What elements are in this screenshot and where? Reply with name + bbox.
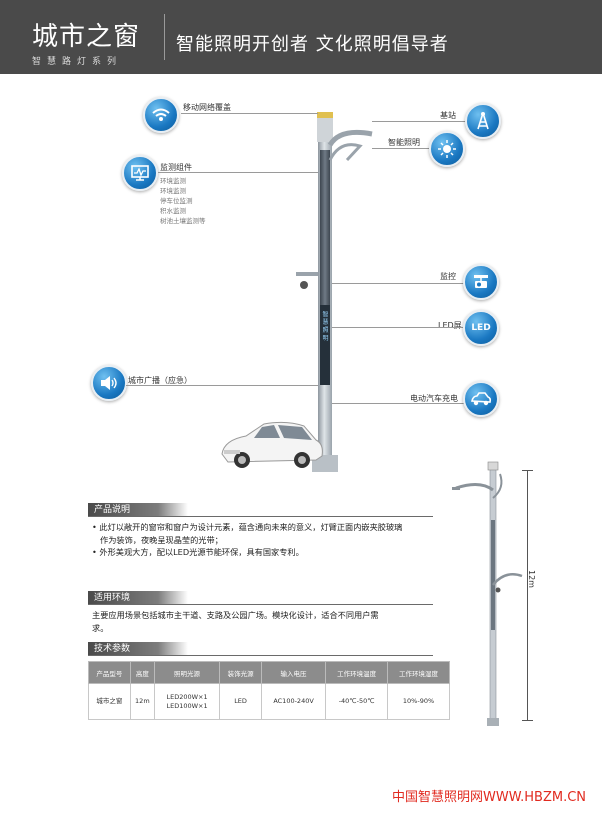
monitoring-item: 环境监测	[160, 177, 186, 185]
car-icon	[463, 381, 499, 417]
dimension-line	[527, 470, 528, 720]
base-station-leader	[372, 121, 466, 122]
table-header: 输入电压	[260, 661, 327, 684]
section-divider	[88, 516, 433, 517]
cell-temperature: -40℃-50℃	[325, 683, 389, 720]
cell-deco-light: LED	[219, 683, 262, 720]
pole-screen-text: 智 慧 照 明	[321, 311, 328, 341]
section-divider	[88, 604, 433, 605]
pole-side-drawing	[452, 461, 523, 726]
camera-icon	[463, 264, 499, 300]
environment-line: 求。	[92, 622, 109, 633]
monitoring-item: 环境监测	[160, 187, 186, 195]
table-header: 工作环境湿度	[387, 661, 450, 684]
product-series: 智慧路灯系列	[32, 57, 123, 67]
camera-leader	[332, 283, 464, 284]
mobile-network-leader	[181, 113, 318, 114]
section-divider	[88, 655, 433, 656]
table-header: 照明光源	[153, 661, 221, 684]
cell-light-source: LED200W×1 LED100W×1	[153, 683, 221, 720]
header-divider	[164, 14, 165, 60]
table-header: 产品型号	[88, 661, 131, 684]
ev-charging-label: 电动汽车充电	[410, 394, 458, 403]
table-header: 装饰光源	[219, 661, 262, 684]
monitoring-label: 监测组件	[160, 163, 192, 172]
cell-height: 12m	[129, 683, 155, 720]
base-station-label: 基站	[440, 111, 456, 120]
ev-charging-leader	[332, 403, 464, 404]
broadcast-leader	[126, 385, 318, 386]
broadcast-label: 城市广播（应急）	[128, 376, 192, 385]
monitor-icon	[122, 155, 158, 191]
height-dimension-label: 12m	[527, 570, 536, 588]
product-line: 作为装饰，夜晚呈现晶莹的光带；	[100, 534, 223, 545]
led-screen-label: LED屏	[438, 321, 462, 330]
cell-voltage: AC100-240V	[260, 683, 327, 720]
slogan: 智能照明开创者 文化照明倡导者	[176, 34, 449, 55]
product-description-text: • 此灯以敞开的窗帘和窗户为设计元素，蕴含通向未来的意义，灯臂正面内嵌夹胶玻璃 …	[92, 521, 402, 559]
monitoring-item: 积水监测	[160, 207, 186, 215]
pole-led-screen: 智 慧 照 明	[320, 305, 330, 385]
product-line: • 此灯以敞开的窗帘和窗户为设计元素，蕴含通向未来的意义，灯臂正面内嵌夹胶玻璃	[92, 522, 403, 532]
header-banner: 城市之窗 智慧路灯系列 智能照明开创者 文化照明倡导者	[0, 0, 602, 74]
speaker-icon	[91, 365, 127, 401]
specs-table: 产品型号 高度 照明光源 装饰光源 输入电压 工作环境温度 工作环境湿度 城市之…	[88, 661, 450, 720]
mobile-network-label: 移动网络覆盖	[183, 103, 231, 112]
footer-site-text: 中国智慧照明网WWW.HBZM.CN	[392, 790, 586, 805]
smart-lighting-leader	[372, 148, 429, 149]
cell-light-a: LED200W×1	[166, 692, 208, 701]
table-header: 高度	[129, 661, 155, 684]
product-name: 城市之窗	[32, 22, 141, 52]
monitoring-item: 树池土壤监测等	[160, 217, 206, 225]
table-header-row: 产品型号 高度 照明光源 装饰光源 输入电压 工作环境温度 工作环境湿度	[88, 661, 450, 684]
car-image	[221, 421, 323, 468]
table-header: 工作环境温度	[325, 661, 389, 684]
product-line: • 外形美观大方，配以LED光源节能环保，具有国家专利。	[92, 547, 304, 557]
monitoring-item: 停车位监测	[160, 197, 193, 205]
product-description-title: 产品说明	[88, 503, 188, 517]
smart-lighting-label: 智能照明	[388, 138, 420, 147]
environment-line: 主要应用场景包括城市主干道、支路及公园广场。模块化设计，适合不同用户需	[92, 610, 379, 620]
dimension-cap-top	[522, 470, 533, 471]
environment-text: 主要应用场景包括城市主干道、支路及公园广场。模块化设计，适合不同用户需 求。	[92, 609, 379, 634]
specs-title: 技术参数	[88, 642, 188, 656]
led-screen-leader	[332, 327, 464, 328]
pole-base	[312, 455, 338, 472]
led-icon-glyph: LED	[471, 323, 491, 333]
dimension-cap-bottom	[522, 720, 533, 721]
cell-light-b: LED100W×1	[166, 701, 208, 710]
table-row: 城市之窗 12m LED200W×1 LED100W×1 LED AC100-2…	[88, 683, 450, 720]
cell-humidity: 10%-90%	[387, 683, 450, 720]
sun-icon	[429, 131, 465, 167]
wifi-icon	[143, 97, 179, 133]
environment-title: 适用环境	[88, 591, 188, 605]
pole-arms-drawing	[296, 129, 373, 289]
pole-top-cap	[317, 112, 333, 142]
tower-icon	[465, 103, 501, 139]
led-icon: LED	[463, 310, 499, 346]
cell-model: 城市之窗	[88, 683, 131, 720]
pole-glass-panel	[320, 150, 330, 320]
monitoring-leader	[158, 172, 318, 173]
camera-label: 监控	[440, 272, 456, 281]
